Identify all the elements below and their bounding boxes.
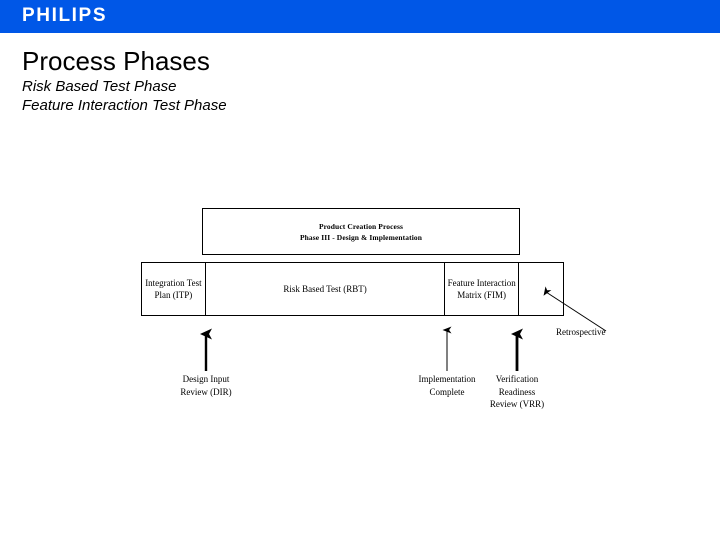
- phase-cell-feature-interaction-matrix: Feature Interaction Matrix (FIM): [445, 263, 520, 315]
- page-subtitle-1: Risk Based Test Phase: [22, 78, 177, 95]
- phase-cell-integration-test-plan: Integration Test Plan (ITP): [142, 263, 206, 315]
- banner-text: Product Creation Process Phase III - Des…: [300, 221, 422, 243]
- milestone-label-verification-readiness-review: Verification Readiness Review (VRR): [489, 374, 545, 409]
- banner-line-1: Product Creation Process: [318, 221, 404, 231]
- product-creation-process-box: Product Creation Process Phase III - Des…: [202, 208, 520, 255]
- page-title: Process Phases: [22, 46, 210, 76]
- philips-brand-bar: PHILIPS: [0, 0, 720, 33]
- arrow-retrospective-callout: [543, 286, 607, 332]
- callout-label-retrospective: Retrospective: [556, 327, 606, 337]
- phase-cell-risk-based-test: Risk Based Test (RBT): [206, 263, 446, 315]
- milestone-label-implementation-complete: Implementation Complete: [418, 374, 476, 397]
- milestone-label-design-input-review: Design Input Review (DIR): [180, 374, 232, 397]
- phase-row: Integration Test Plan (ITP) Risk Based T…: [141, 262, 564, 316]
- page-subtitle-2: Feature Interaction Test Phase: [22, 97, 227, 114]
- philips-logo: PHILIPS: [22, 5, 108, 26]
- banner-line-2: Phase III - Design & Implementation: [299, 232, 423, 242]
- slide-title-block: Process Phases Risk Based Test Phase Fea…: [22, 45, 622, 115]
